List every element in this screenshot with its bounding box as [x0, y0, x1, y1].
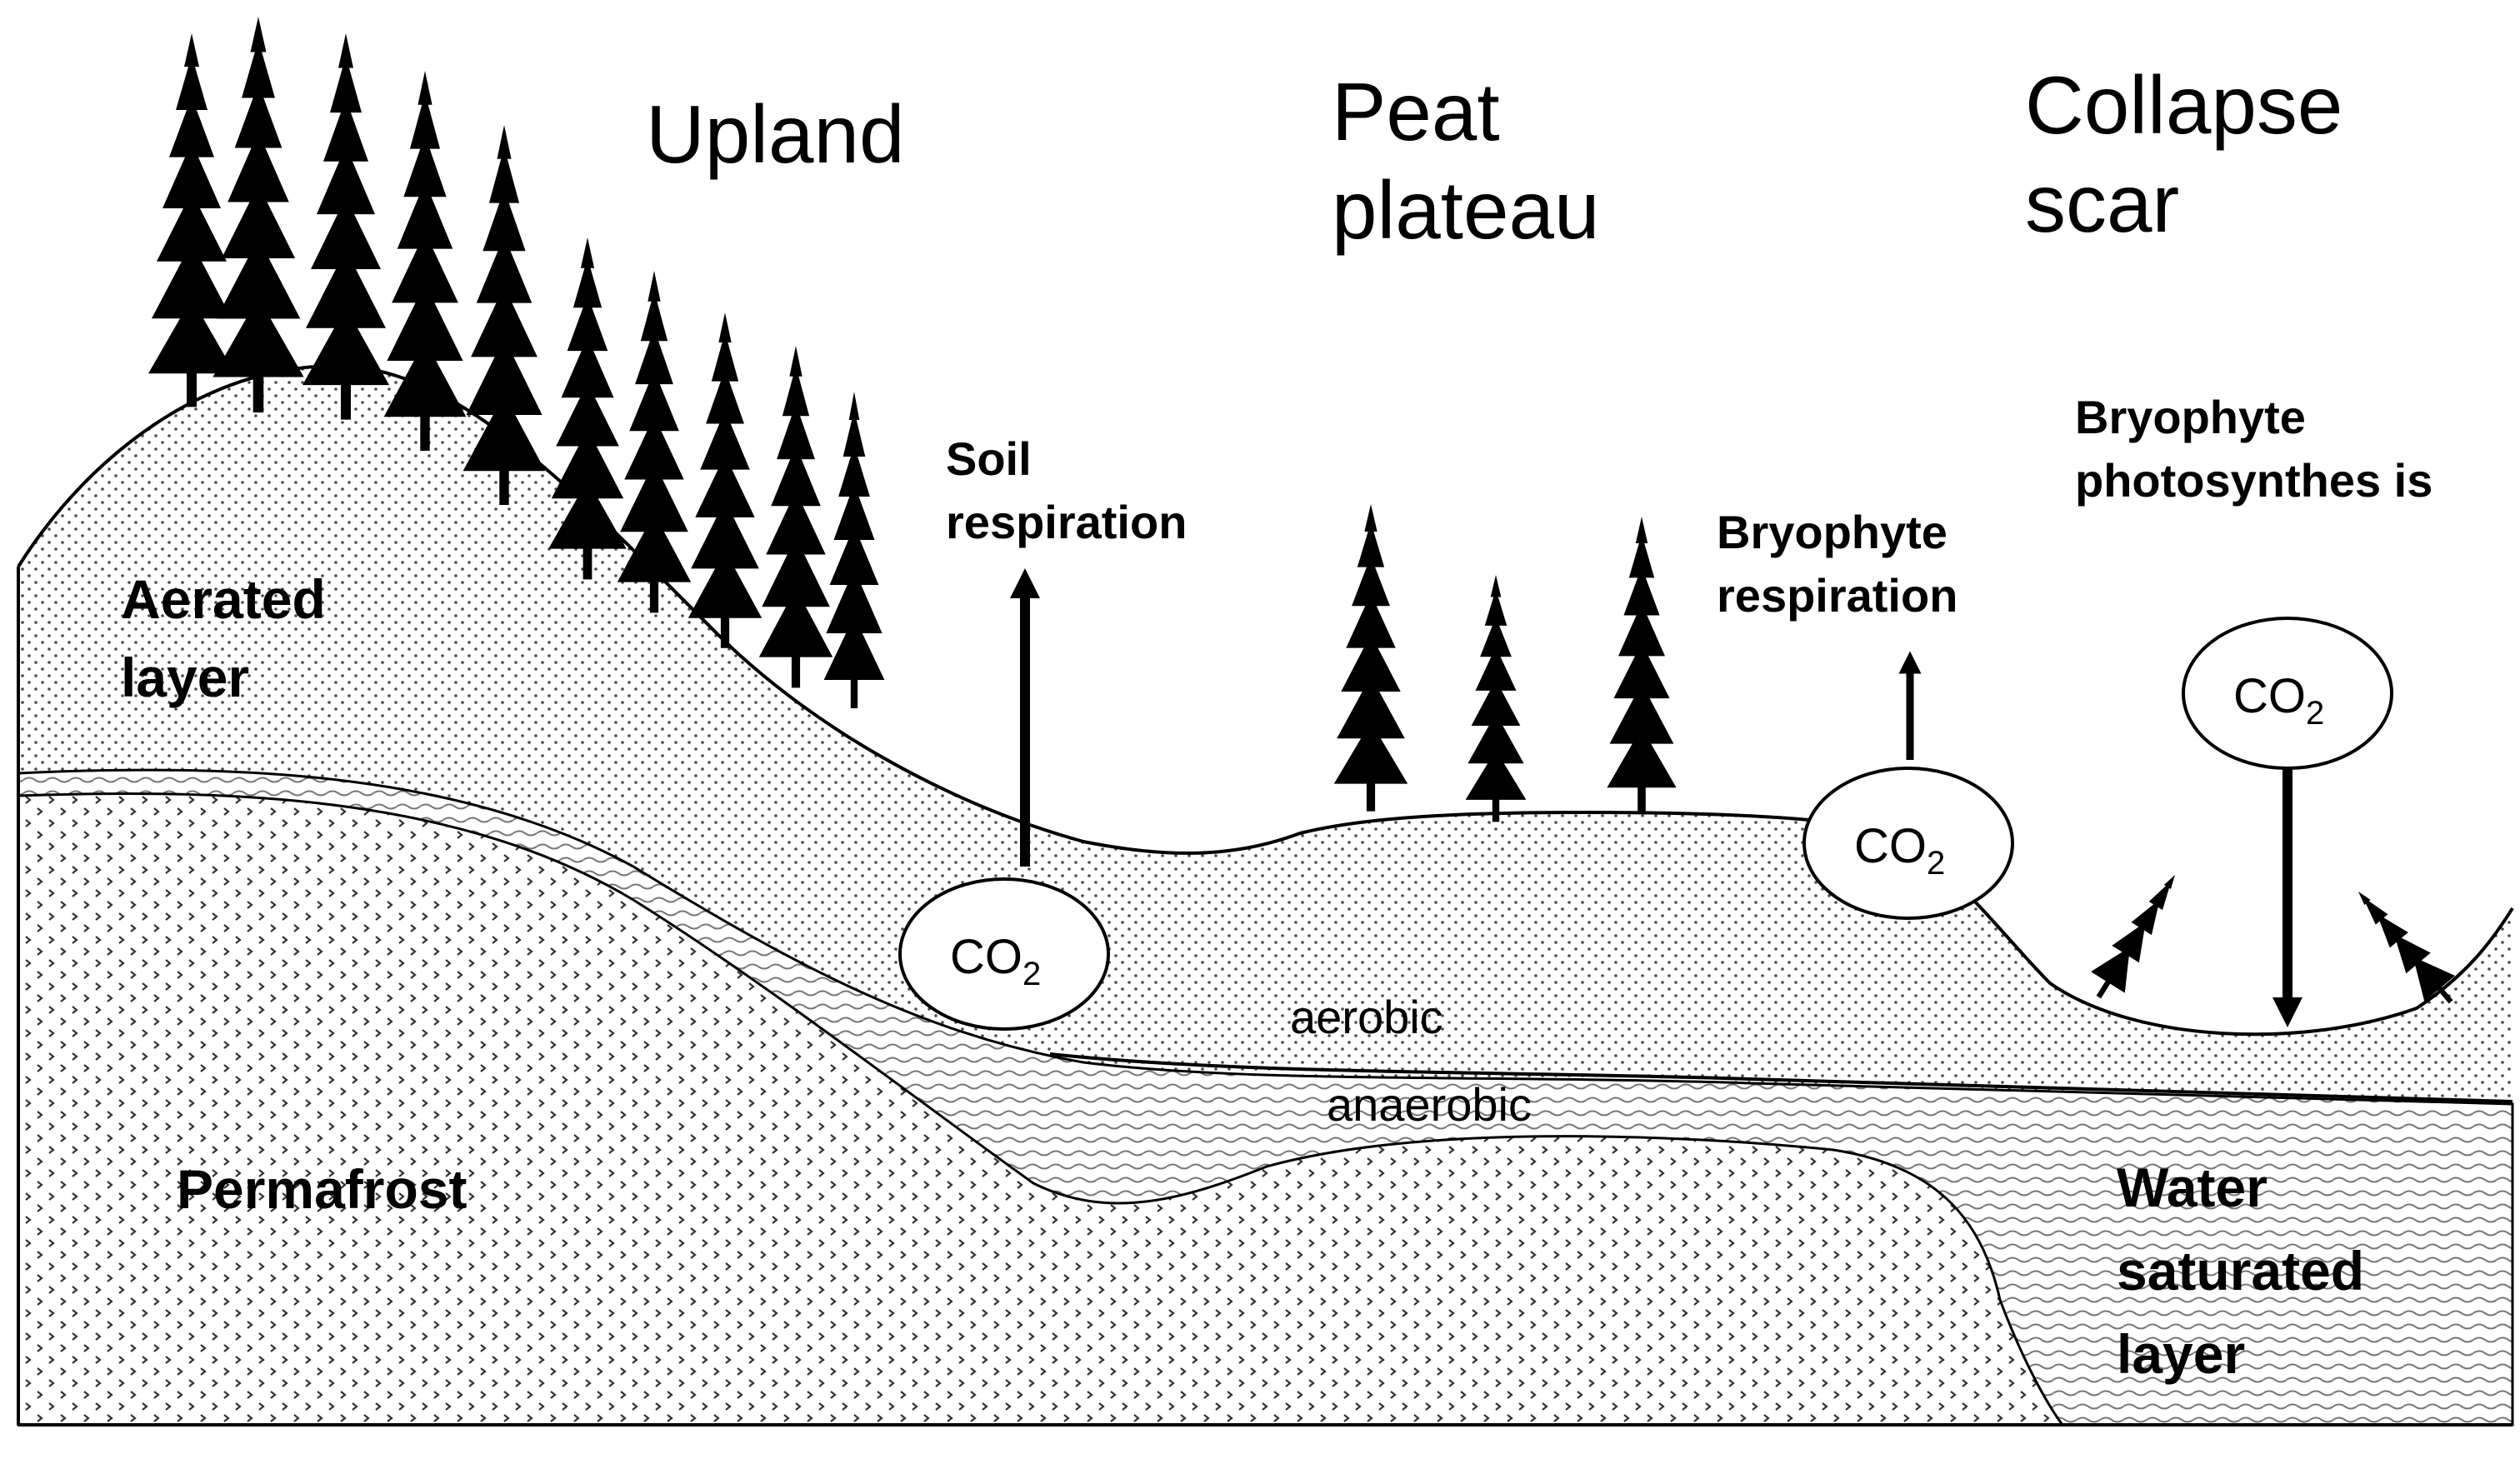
bryophyte-photosynthesis-label: Bryophyte photosynthes is: [2075, 391, 2432, 507]
peat-plateau-title: Peat plateau: [1332, 66, 1600, 256]
co2-bubble-bryophyte-respiration: CO2: [1802, 767, 2014, 920]
co2-bubble-photosynthesis: CO2: [2182, 617, 2393, 770]
svg-text:CO2: CO2: [2233, 669, 2324, 732]
aerobic-label: aerobic: [1290, 991, 1443, 1043]
collapse-scar-bryophytes: [2082, 864, 2467, 1015]
bryophyte-respiration-label: Bryophyte respiration: [1717, 506, 1961, 622]
co2-bubble-soil: CO2: [898, 877, 1110, 1031]
svg-text:CO2: CO2: [1854, 819, 1945, 882]
soil-respiration-label: Soil respiration: [946, 432, 1187, 548]
peat-plateau-trees: [1333, 504, 1677, 822]
aerobic-anaerobic-boundary: [1049, 1052, 2513, 1103]
water-saturated-layer-label: Water saturated layer: [2117, 1157, 2379, 1385]
svg-text:CO2: CO2: [950, 930, 1041, 992]
anaerobic-label: anaerobic: [1327, 1078, 1532, 1131]
aerated-layer-label: Aerated layer: [121, 568, 341, 708]
permafrost-label: Permafrost: [177, 1158, 467, 1220]
collapse-scar-title: Collapse scar: [2025, 59, 2366, 249]
upland-title: Upland: [646, 88, 905, 180]
permafrost-layer: [17, 792, 2065, 1427]
